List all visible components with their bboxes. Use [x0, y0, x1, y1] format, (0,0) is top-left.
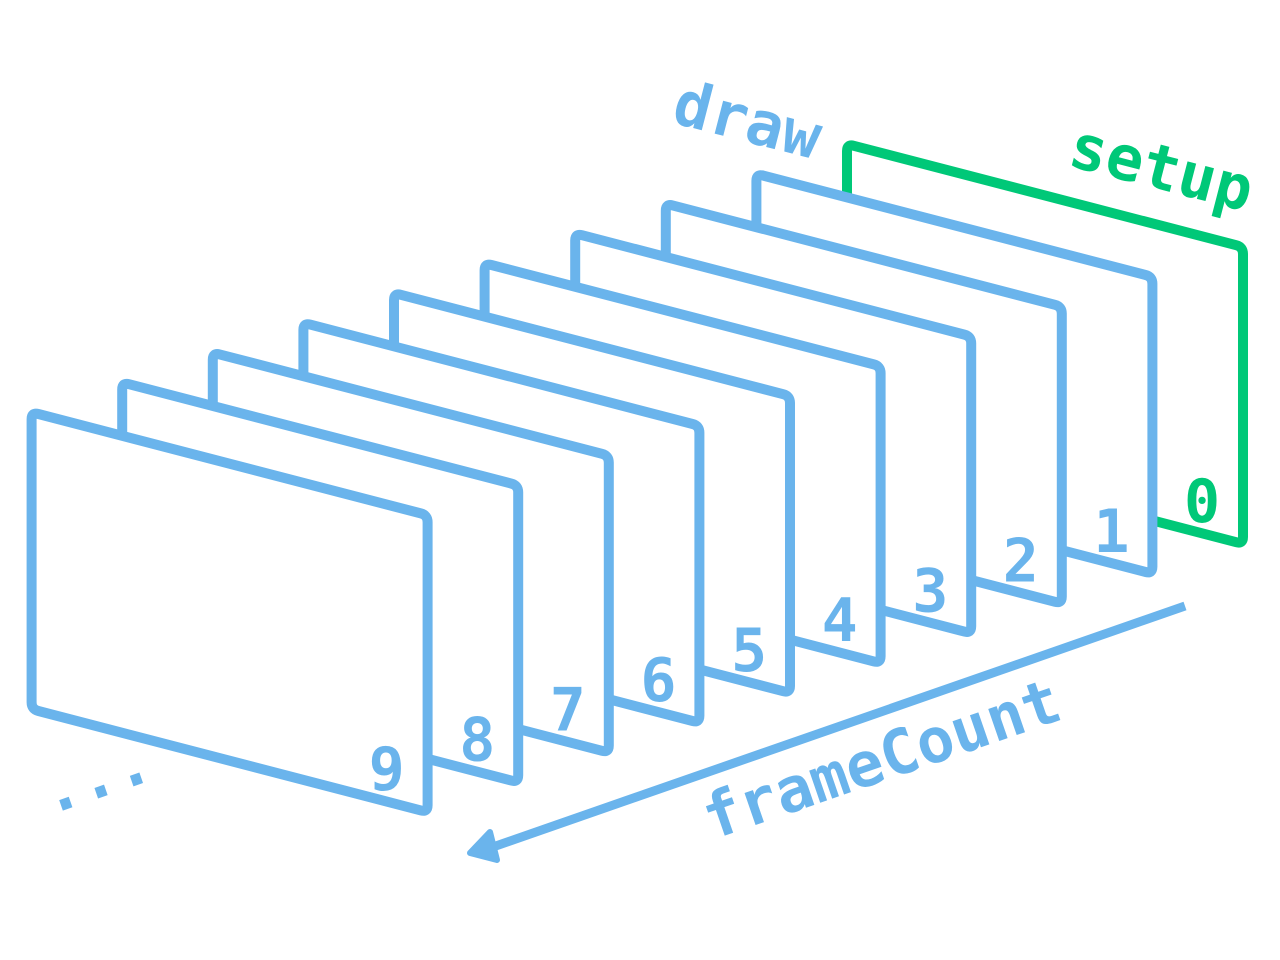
frame-number: 9 — [369, 735, 405, 805]
frame-9: 9 — [26, 408, 433, 816]
frame-number: 3 — [912, 556, 948, 626]
frame-number: 6 — [640, 646, 676, 716]
frame-number: 0 — [1184, 467, 1220, 537]
frame-number: 7 — [550, 676, 586, 746]
frame-number: 8 — [459, 705, 495, 775]
arrow-shaft — [488, 601, 1187, 853]
frame-number: 4 — [822, 586, 858, 656]
frame-number: 2 — [1003, 527, 1039, 597]
frame-outline — [26, 408, 433, 816]
arrow-head — [467, 829, 500, 863]
draw-label: draw — [666, 66, 829, 174]
frame-count-arrow — [467, 601, 1187, 863]
continuation-ellipsis: ... — [31, 724, 161, 829]
frame-number: 1 — [1093, 497, 1129, 567]
frame-number: 5 — [731, 616, 767, 686]
